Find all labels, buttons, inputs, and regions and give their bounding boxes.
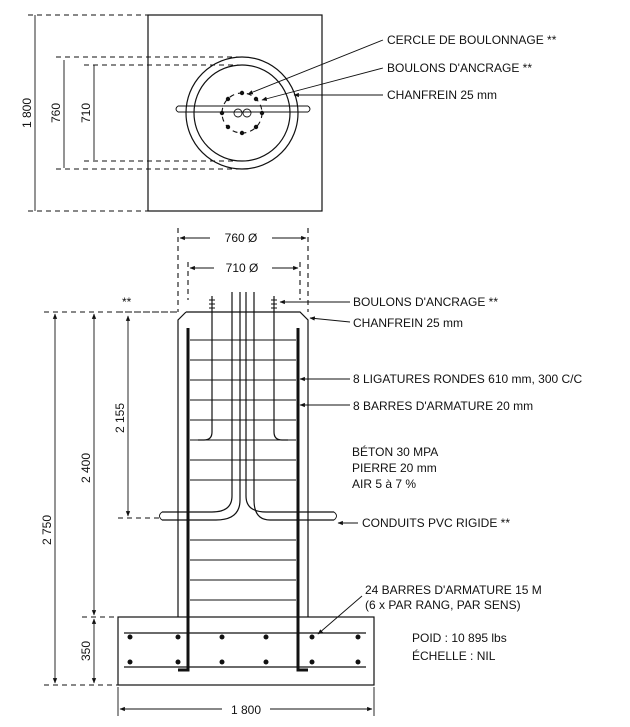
dim-710-section: 710 Ø bbox=[226, 261, 259, 275]
weight-note: POID : 10 895 lbs bbox=[412, 631, 507, 645]
bolt-marker: ** bbox=[122, 295, 132, 309]
callout-footing-bars-2: (6 x PAR RANG, PAR SENS) bbox=[365, 598, 521, 612]
callout-conduits: CONDUITS PVC RIGIDE ** bbox=[362, 516, 510, 530]
callout-footing-bars-1: 24 BARRES D'ARMATURE 15 M bbox=[365, 583, 542, 597]
callout-anchor-bolts-plan: BOULONS D'ANCRAGE ** bbox=[387, 61, 532, 75]
section-view: 760 Ø 710 Ø bbox=[40, 228, 583, 717]
dim-1800-plan: 1 800 bbox=[20, 98, 34, 128]
dim-350: 350 bbox=[79, 641, 93, 661]
callout-vertical-bars: 8 BARRES D'ARMATURE 20 mm bbox=[353, 399, 533, 413]
callout-ties: 8 LIGATURES RONDES 610 mm, 300 C/C bbox=[353, 372, 583, 386]
dim-2750: 2 750 bbox=[40, 515, 54, 545]
conduit-plan bbox=[175, 105, 311, 118]
dim-710-plan: 710 bbox=[79, 103, 93, 123]
pier-outline bbox=[177, 311, 309, 617]
dim-760-plan: 760 bbox=[49, 103, 63, 123]
dim-2155: 2 155 bbox=[113, 403, 127, 433]
conduits-section bbox=[159, 292, 337, 521]
callout-bolt-circle: CERCLE DE BOULONNAGE ** bbox=[387, 33, 557, 47]
plan-view: 1 800 760 710 CERCLE DE BOULONNAGE ** BO… bbox=[20, 14, 557, 212]
concrete-spec-3: AIR 5 à 7 % bbox=[352, 477, 416, 491]
callout-anchor-bolts-section: BOULONS D'ANCRAGE ** bbox=[353, 295, 498, 309]
dim-760-section: 760 Ø bbox=[225, 231, 258, 245]
concrete-spec-1: BÉTON 30 MPA bbox=[352, 444, 438, 459]
pier-outer-circle bbox=[185, 56, 299, 170]
pier-ties bbox=[190, 339, 296, 601]
scale-note: ÉCHELLE : NIL bbox=[412, 648, 496, 663]
callout-chamfer-section: CHANFREIN 25 mm bbox=[353, 316, 463, 330]
footing-rebar bbox=[124, 632, 366, 668]
footing-section bbox=[117, 616, 375, 686]
callout-chamfer-plan: CHANFREIN 25 mm bbox=[387, 88, 497, 102]
footing-plan-outline bbox=[147, 14, 323, 212]
anchor-bolts-section bbox=[198, 296, 288, 441]
vertical-rebar bbox=[178, 328, 308, 672]
concrete-spec-2: PIERRE 20 mm bbox=[352, 461, 437, 475]
anchor-bolts-plan bbox=[219, 90, 265, 136]
dim-2400: 2 400 bbox=[79, 453, 93, 483]
dim-1800-section: 1 800 bbox=[231, 703, 261, 717]
